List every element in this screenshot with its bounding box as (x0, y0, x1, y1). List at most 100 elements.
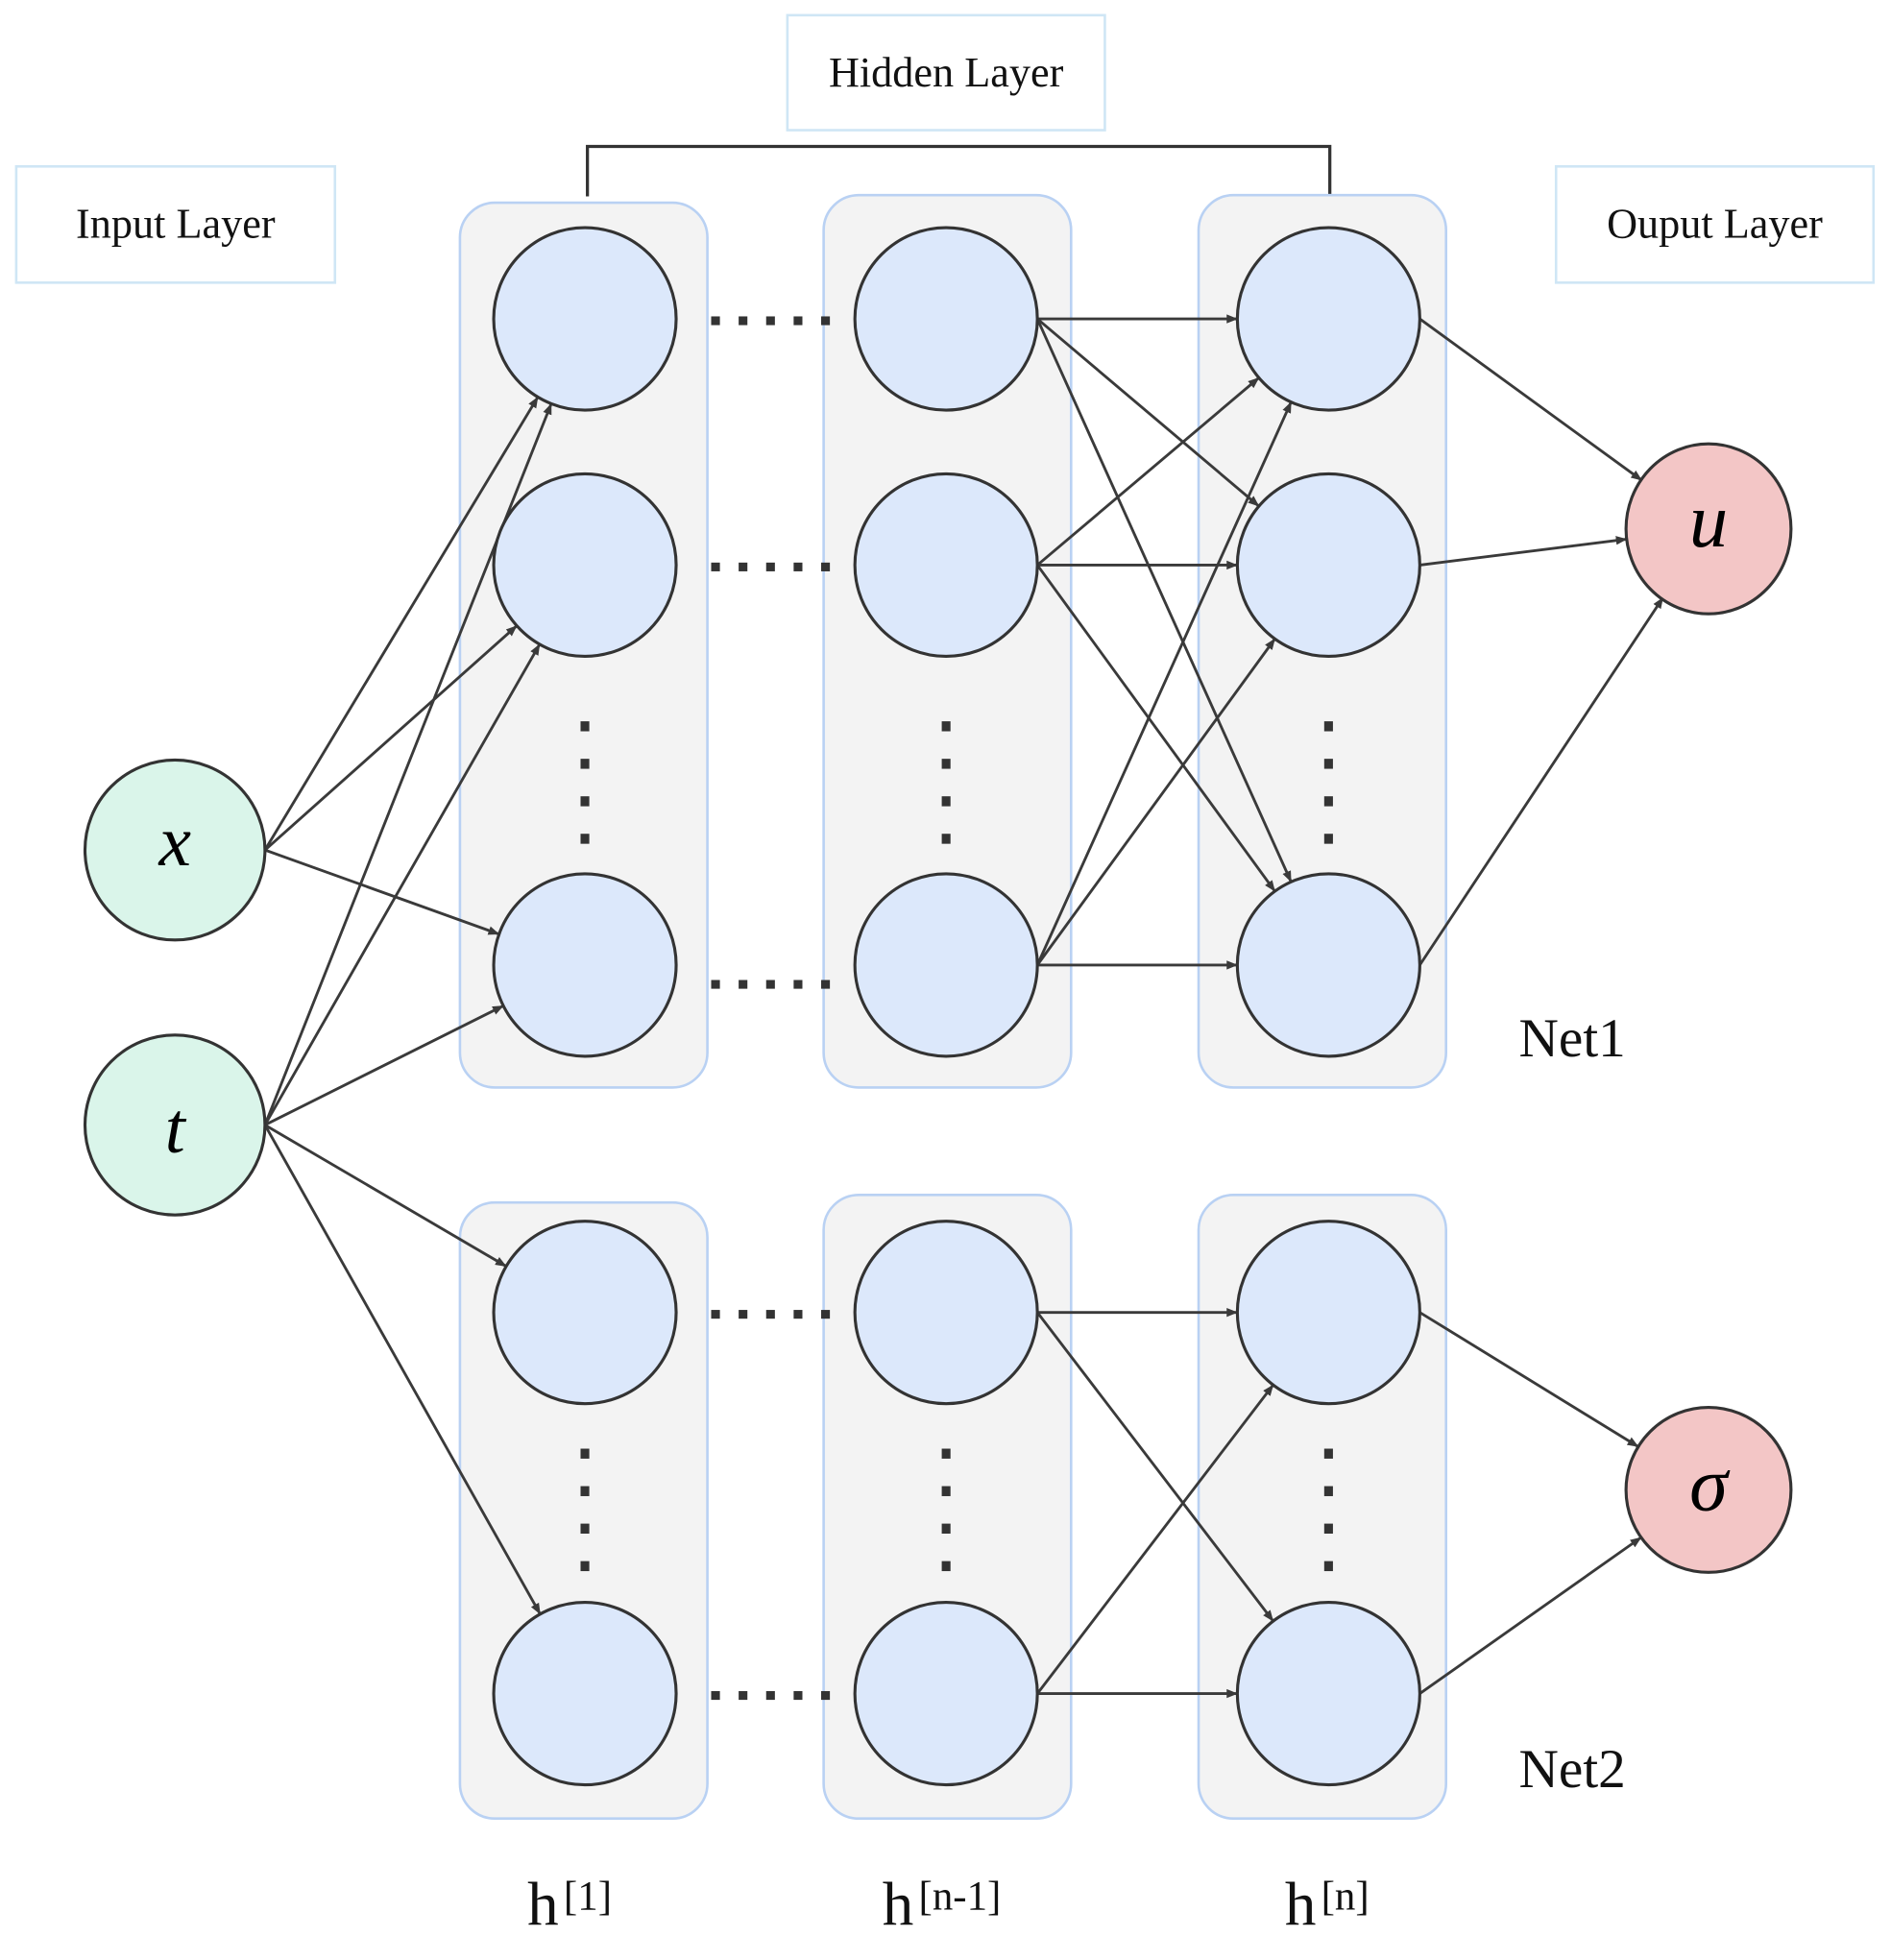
layer-label-h1-base: h (527, 1870, 559, 1939)
edge-t-to-net1-h1-3 (264, 1004, 504, 1126)
edge-x-to-net1-h1-3 (264, 848, 500, 936)
net2-row-1-horizontal-ellipsis-dot (711, 1310, 720, 1319)
net2-layer-1-vertical-ellipsis-dot (580, 1486, 590, 1496)
layer-label-hn-1: h [n-1] (883, 1870, 1002, 1939)
net2-row-2-horizontal-ellipsis-dot (739, 1690, 748, 1701)
edge-t-to-net1-h1-2 (263, 643, 542, 1126)
layer-label-hn-sup: [n] (1321, 1875, 1370, 1920)
net1-layer-1-neuron-1 (492, 226, 678, 412)
net1-row-1-horizontal-ellipsis-dot (739, 316, 748, 326)
output-layer-title-box: Ouput Layer (1554, 164, 1876, 284)
edge-net1-hn-1-2-to-hn-1 (1036, 376, 1260, 567)
net1-layer-3-vertical-ellipsis-dot (1323, 759, 1333, 769)
output-node-sigma (1624, 1406, 1793, 1574)
output-layer-title: Ouput Layer (1607, 200, 1823, 247)
net2-layer-2-neuron-1 (853, 1220, 1039, 1406)
net2-layer-1-neuron-2 (492, 1601, 678, 1787)
input-layer-title-box: Input Layer (14, 164, 337, 284)
input-node-x-label: x (158, 802, 191, 882)
net1-layer-2-neuron-1 (853, 226, 1039, 412)
net1-layer-2-vertical-ellipsis-dot (941, 834, 951, 844)
edge-net2-hn-2-to-output (1418, 1536, 1642, 1695)
net1-layer-3-neuron-2 (1235, 472, 1421, 659)
net1-layer-3-vertical-ellipsis-dot (1323, 796, 1333, 807)
edge-net2-hn-1-1-to-hn-2 (1036, 1311, 1274, 1622)
edge-net1-hn-1-1-to-hn-3 (1035, 318, 1293, 883)
output-node-u (1624, 442, 1793, 616)
net1-layer-2-vertical-ellipsis-dot (941, 721, 951, 732)
input-node-x (83, 758, 267, 942)
net1-layer-2-neuron-3 (853, 872, 1039, 1058)
net2-layer-3-neuron-2 (1235, 1601, 1421, 1787)
net1-layer-3-neuron-1 (1235, 226, 1421, 412)
net2-layer-1-vertical-ellipsis-dot (580, 1561, 590, 1572)
output-node-sigma-label: σ (1689, 1441, 1731, 1527)
net2-row-1-horizontal-ellipsis-dot (821, 1310, 831, 1319)
edge-net2-hn-1-2-to-hn-1 (1036, 1384, 1274, 1695)
net1-row-3-horizontal-ellipsis-dot (793, 980, 803, 989)
net1-row-2-horizontal-ellipsis-dot (793, 562, 803, 571)
net2-layer-3-vertical-ellipsis-dot (1323, 1561, 1333, 1572)
net2-layer-2-vertical-ellipsis-dot (941, 1486, 951, 1496)
net1-row-1-horizontal-ellipsis-dot (765, 316, 775, 326)
net1-layer-2-neuron-2 (853, 472, 1039, 659)
net1-row-1-horizontal-ellipsis-dot (711, 316, 720, 326)
net2-row-1-horizontal-ellipsis-dot (765, 1310, 775, 1319)
hidden-layer-title: Hidden Layer (829, 49, 1064, 96)
edge-net1-hn-2-to-output (1419, 536, 1628, 567)
net2-layer-3-vertical-ellipsis-dot (1323, 1486, 1333, 1496)
edge-net1-hn-1-3-to-hn-2 (1035, 638, 1276, 966)
net1-layer-2-vertical-ellipsis-dot (941, 796, 951, 807)
net1-layer-1-neuron-2 (492, 472, 678, 659)
edge-net1-hn-1-1-to-hn-2 (1036, 317, 1260, 508)
net2-row-1-horizontal-ellipsis-dot (739, 1310, 748, 1319)
layer-label-hn-base: h (1285, 1870, 1317, 1939)
net2-row-2-horizontal-ellipsis-dot (821, 1690, 831, 1701)
net1-layer-3-vertical-ellipsis-dot (1323, 834, 1333, 844)
net1-row-3-horizontal-ellipsis-dot (765, 980, 775, 989)
net2-row-2-horizontal-ellipsis-dot (711, 1690, 720, 1701)
edge-x-to-net1-h1-2 (263, 624, 519, 852)
layer-label-hn: h [n] (1285, 1870, 1370, 1939)
net1-row-2-horizontal-ellipsis-dot (765, 562, 775, 571)
net2-layer-2-neuron-2 (853, 1601, 1039, 1787)
net2-layer-1-vertical-ellipsis-dot (580, 1448, 590, 1459)
net2-layer-1-vertical-ellipsis-dot (580, 1523, 590, 1535)
layer-label-h1-sup: [1] (564, 1875, 612, 1920)
edge-t-to-net2-h1-1 (264, 1124, 507, 1268)
edge-net1-hn-1-to-output (1418, 317, 1643, 482)
hidden-layer-bracket (586, 144, 1332, 197)
net2-layer-2-vertical-ellipsis-dot (941, 1448, 951, 1459)
net1-row-1-horizontal-ellipsis-dot (821, 316, 831, 326)
net1-row-1-horizontal-ellipsis-dot (793, 316, 803, 326)
net1-row-3-horizontal-ellipsis-dot (739, 980, 748, 989)
layer-label-hn-1-base: h (883, 1870, 914, 1939)
net1-row-2-horizontal-ellipsis-dot (739, 562, 748, 571)
net1-layer-3-vertical-ellipsis-dot (1323, 721, 1333, 732)
net2-layer-1-neuron-1 (492, 1220, 678, 1406)
net1-layer-1-vertical-ellipsis-dot (580, 796, 590, 807)
edge-x-to-net1-h1-1 (263, 396, 540, 851)
net2-layer-2-vertical-ellipsis-dot (941, 1561, 951, 1572)
edge-net1-hn-1-3-to-hn-1 (1035, 401, 1293, 966)
net2-layer-3-vertical-ellipsis-dot (1323, 1448, 1333, 1459)
net1-layer-1-neuron-3 (492, 872, 678, 1058)
layer-label-h1: h [1] (527, 1870, 612, 1939)
net1-layer-1-vertical-ellipsis-dot (580, 834, 590, 844)
net1-layer-1-vertical-ellipsis-dot (580, 759, 590, 769)
net2-layer-3-neuron-1 (1235, 1220, 1421, 1406)
layer-label-hn-1-sup: [n-1] (919, 1875, 1002, 1920)
edge-t-to-net2-h1-2 (263, 1124, 542, 1615)
net2-row-1-horizontal-ellipsis-dot (793, 1310, 803, 1319)
net2-row-2-horizontal-ellipsis-dot (765, 1690, 775, 1701)
net2-layer-2-vertical-ellipsis-dot (941, 1523, 951, 1535)
edge-net2-hn-1-to-output (1418, 1311, 1639, 1448)
net1-row-3-horizontal-ellipsis-dot (821, 980, 831, 989)
output-node-u-label: u (1689, 478, 1728, 564)
net2-label: Net2 (1518, 1739, 1625, 1800)
net1-label: Net1 (1518, 1008, 1625, 1069)
input-node-t-label: t (165, 1089, 187, 1169)
edge-net1-hn-3-to-output (1418, 596, 1664, 966)
net1-row-3-horizontal-ellipsis-dot (711, 980, 720, 989)
